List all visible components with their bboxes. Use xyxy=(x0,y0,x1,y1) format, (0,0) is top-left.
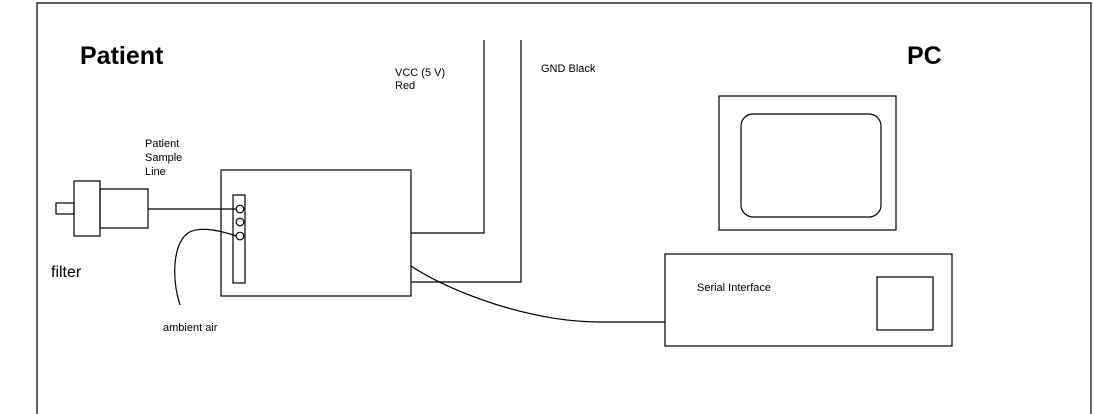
sensor-module-box xyxy=(220,169,412,297)
serial-port xyxy=(876,276,934,331)
filter-body xyxy=(99,188,149,229)
vcc-wire xyxy=(411,40,485,234)
ambient-air-tube xyxy=(174,228,237,306)
sample-line-label-1: Patient xyxy=(145,138,179,150)
serial-interface-box xyxy=(664,253,953,347)
middle-port xyxy=(235,217,245,227)
diagram-frame xyxy=(36,2,1092,414)
pc-monitor xyxy=(718,95,897,231)
filter-label: filter xyxy=(51,264,82,281)
filter-stub xyxy=(55,202,75,215)
sample-port xyxy=(235,204,245,214)
patient-title: Patient xyxy=(80,42,164,70)
vcc-color-label: Red xyxy=(395,80,415,92)
vcc-label: VCC (5 V) xyxy=(395,67,445,79)
pc-title: PC xyxy=(907,42,942,70)
ambient-port xyxy=(235,231,245,241)
gnd-wire xyxy=(411,40,522,283)
serial-cable xyxy=(410,265,665,323)
sample-line-label-3: Line xyxy=(145,166,166,178)
gnd-label: GND Black xyxy=(541,63,596,75)
ambient-air-label: ambient air xyxy=(163,322,218,334)
sample-line-label-2: Sample xyxy=(145,152,182,164)
serial-interface-label: Serial Interface xyxy=(697,282,771,294)
filter-cap xyxy=(73,180,101,237)
pc-screen xyxy=(740,113,882,218)
port-strip xyxy=(232,194,246,284)
